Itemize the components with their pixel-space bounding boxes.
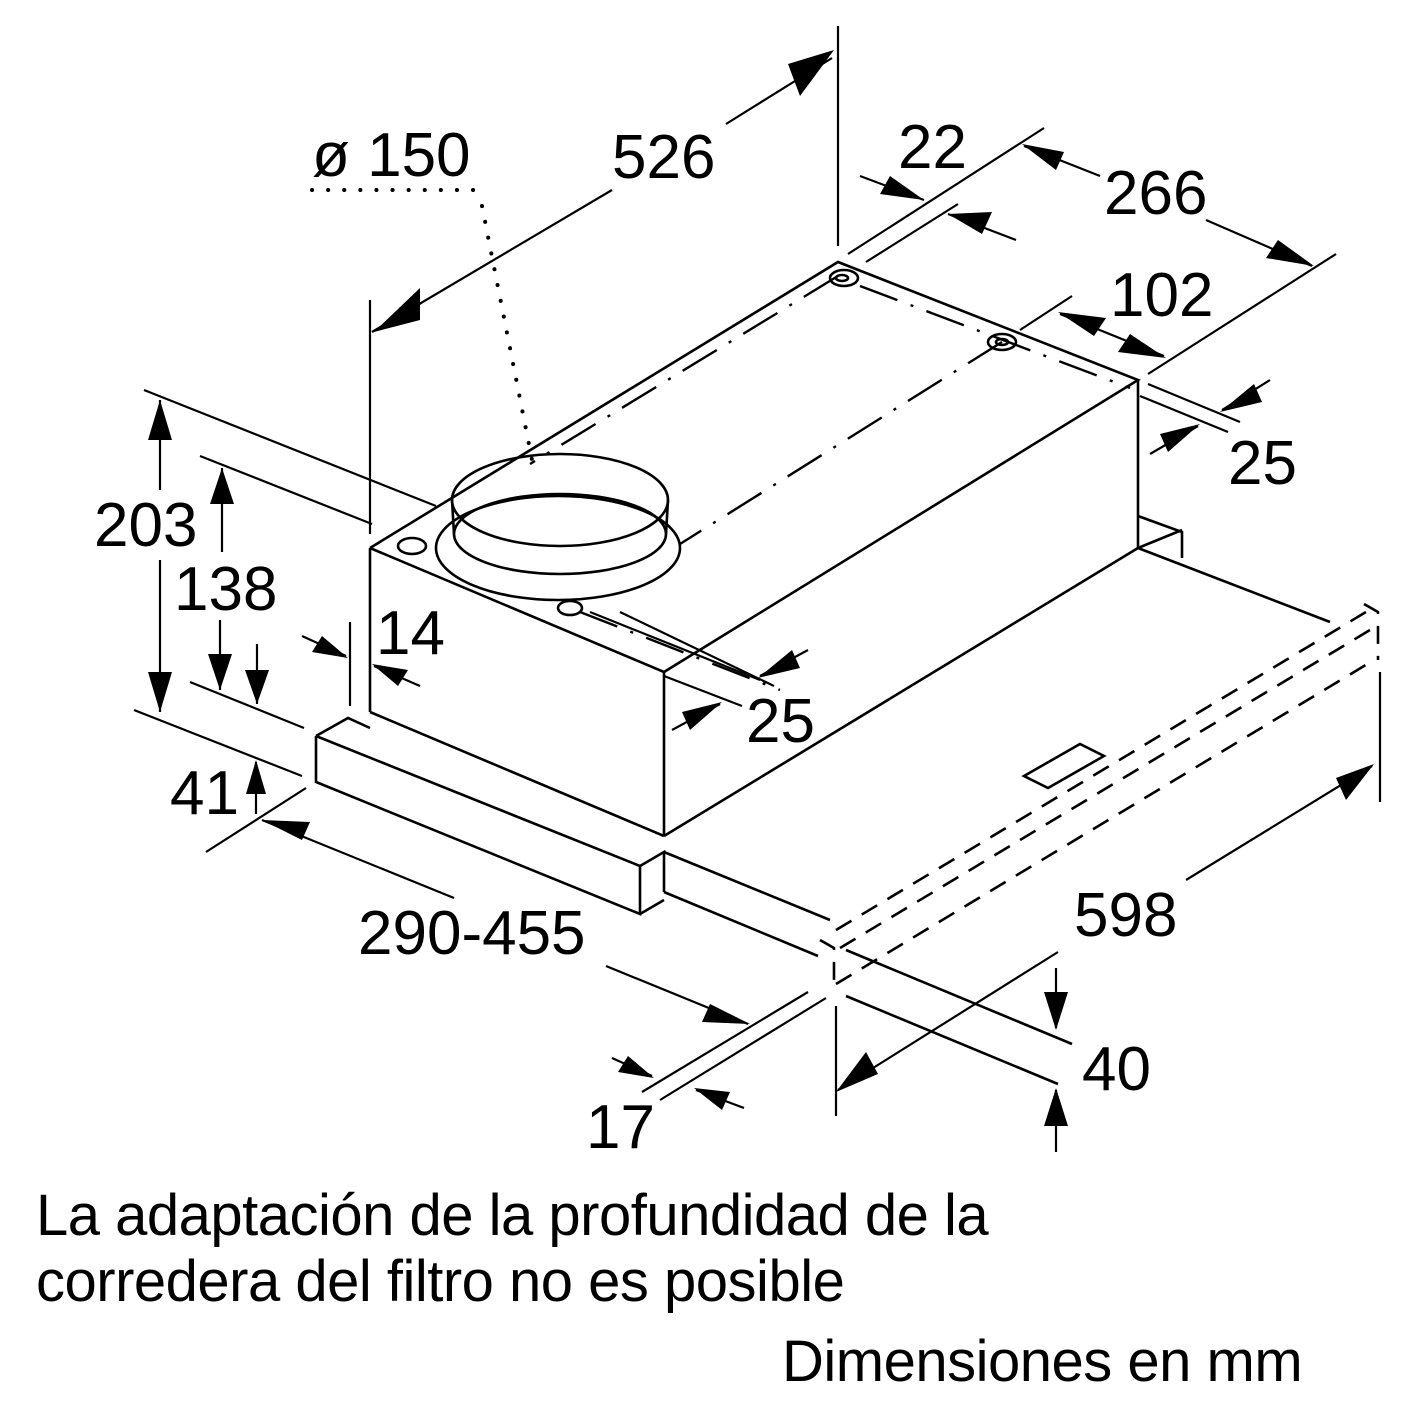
dim-clearance-rear-25: 25 — [1139, 379, 1297, 498]
label-pull-out-range: 290-455 — [358, 899, 586, 968]
dim-hole-distance-266: 266 — [1022, 144, 1337, 375]
label-depth: 526 — [612, 123, 715, 192]
label-duct-diameter: ø 150 — [312, 121, 471, 190]
note-text-line2: corredera del filtro no es posible — [36, 1249, 845, 1314]
units-label: Dimensiones en mm — [782, 1329, 1303, 1394]
label-clearance-rear: 25 — [1228, 429, 1297, 498]
label-rear-offset: 22 — [898, 113, 967, 182]
label-front-panel-height: 41 — [170, 759, 239, 828]
label-width: 598 — [1074, 881, 1177, 950]
dim-clearance-front-25: 25 — [619, 611, 815, 756]
duct-collar — [396, 268, 1018, 617]
center-lines — [529, 274, 1131, 692]
label-panel-thickness: 17 — [586, 1093, 655, 1162]
label-body-height: 138 — [174, 555, 277, 624]
dim-depth-526: 526 — [368, 26, 840, 534]
dim-rear-offset-22: 22 — [847, 113, 1045, 263]
label-panel-height: 40 — [1082, 1035, 1151, 1104]
note-text-line1: La adaptación de la profundidad de la — [36, 1183, 989, 1248]
label-clearance-front: 25 — [746, 687, 815, 756]
label-hole-to-side: 102 — [1110, 261, 1213, 330]
filter-slide-panel — [314, 546, 1380, 1086]
label-height-total: 203 — [94, 491, 197, 560]
dim-duct-diameter: ø 150 — [310, 121, 536, 472]
dim-panel-thickness-17: 17 — [586, 991, 827, 1162]
dim-height-203-138: 203 138 — [94, 388, 437, 778]
hood-body — [368, 260, 1184, 838]
dim-pull-out-range: 290-455 — [205, 787, 750, 1026]
label-wall-offset: 14 — [376, 599, 445, 668]
dim-width-598: 598 — [834, 672, 1382, 1116]
label-hole-distance: 266 — [1104, 159, 1207, 228]
dim-front-panel-41: 41 — [170, 759, 266, 828]
dim-hole-to-side-102: 102 — [1019, 261, 1213, 358]
dim-wall-offset-14: 14 — [301, 599, 445, 706]
dim-panel-height-40: 40 — [1044, 968, 1151, 1152]
